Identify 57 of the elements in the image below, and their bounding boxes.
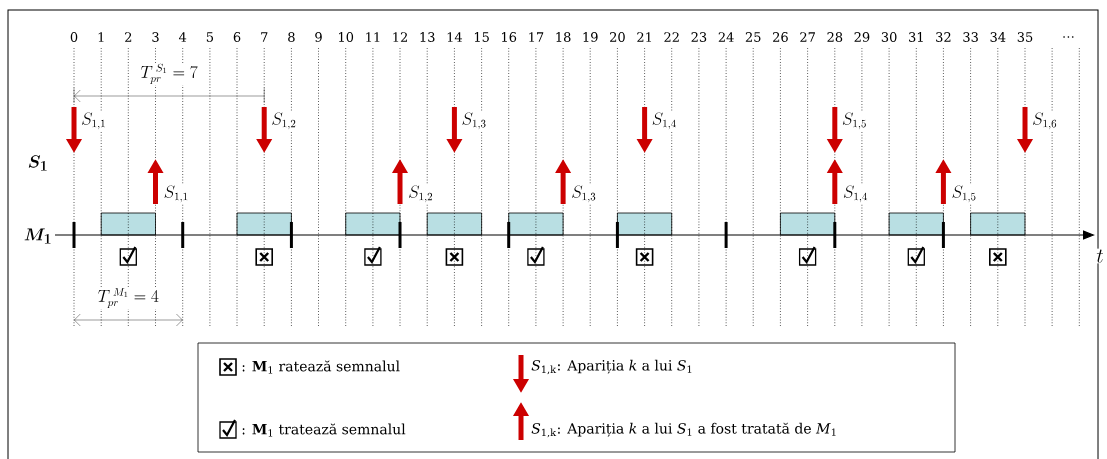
tick-number: 6 (231, 31, 243, 43)
tick-number: 28 (825, 31, 845, 43)
tick-number: 3 (150, 31, 161, 43)
signal-label: $S_{1,6}$ (1031, 111, 1059, 131)
tick-number: 16 (499, 31, 518, 43)
tick-number: 1 (96, 31, 107, 43)
tick-number: 13 (417, 31, 437, 43)
signal-label: $S_{1,2}$ (407, 184, 435, 204)
tick-number: 17 (526, 31, 546, 43)
signal-label: $S_{1,3}$ (570, 184, 598, 204)
tick-number: 0 (68, 31, 80, 43)
period-label: $T_{pr}^{\;S_1} = 7$ (139, 62, 199, 86)
tick-number: 5 (204, 31, 216, 43)
tick-number: 32 (934, 31, 953, 43)
tick-number: 22 (662, 31, 681, 43)
tick-number: 4 (177, 31, 188, 43)
tick-number: 8 (286, 31, 297, 43)
tick-number: 9 (313, 31, 324, 43)
tick-number: 2 (123, 31, 134, 43)
tick-number: 15 (472, 31, 491, 43)
tick-number: 26 (771, 31, 790, 43)
tick-number: 23 (689, 31, 709, 43)
tick-number: 20 (608, 31, 627, 43)
signal-label: $S_{1,5}$ (950, 184, 978, 204)
tick-number: 25 (743, 31, 763, 43)
tick-number: 19 (580, 31, 600, 43)
signal-label: $S_{1,4}$ (650, 111, 678, 131)
row-label: $M_1$ (22, 227, 54, 245)
tick-number: 29 (852, 31, 872, 43)
tick-number: 30 (879, 31, 899, 43)
signal-label: $S_{1,3}$ (460, 111, 488, 131)
signal-label: $S_{1,1}$ (80, 111, 108, 131)
tick-number: 21 (635, 31, 654, 43)
signal-label: $S_{1,5}$ (841, 111, 868, 131)
tick-number: 14 (445, 31, 464, 43)
signal-label: $S_{1,1}$ (162, 184, 190, 204)
signal-label: $S_{1,4}$ (842, 184, 869, 204)
tick-number: 34 (988, 31, 1008, 43)
legend-text: S$_{1,k}$: Apariția k a lui S$_{1}$ (531, 359, 692, 375)
legend-text: S$_{1,k}$: Apariția k a lui S$_{1}$ a fost tratată de M$_{1}$ (531, 422, 836, 438)
tick-number: 27 (798, 31, 817, 43)
tick-number: 31 (907, 31, 926, 43)
tick-number: 18 (553, 31, 573, 43)
legend-text: : M$_{1}$ ratează semnalul (242, 360, 400, 374)
row-label: $S_1$ (26, 154, 50, 172)
legend-text: : M$_{1}$ tratează semnalul (242, 423, 406, 437)
period-label: $T_{pr}^{\;M_1} = 4$ (96, 286, 160, 310)
tick-number: 33 (961, 31, 980, 43)
tick-number: 10 (336, 31, 355, 43)
tick-number: 24 (716, 31, 736, 43)
tick-number: 35 (1015, 31, 1035, 43)
tick-number: 7 (259, 31, 270, 43)
tick-number: 12 (390, 31, 410, 43)
axis-label: $t$ (1095, 248, 1105, 264)
tick-number: 11 (363, 31, 383, 43)
signal-label: $S_{1,2}$ (270, 111, 298, 131)
ellipsis: … (1060, 35, 1076, 39)
